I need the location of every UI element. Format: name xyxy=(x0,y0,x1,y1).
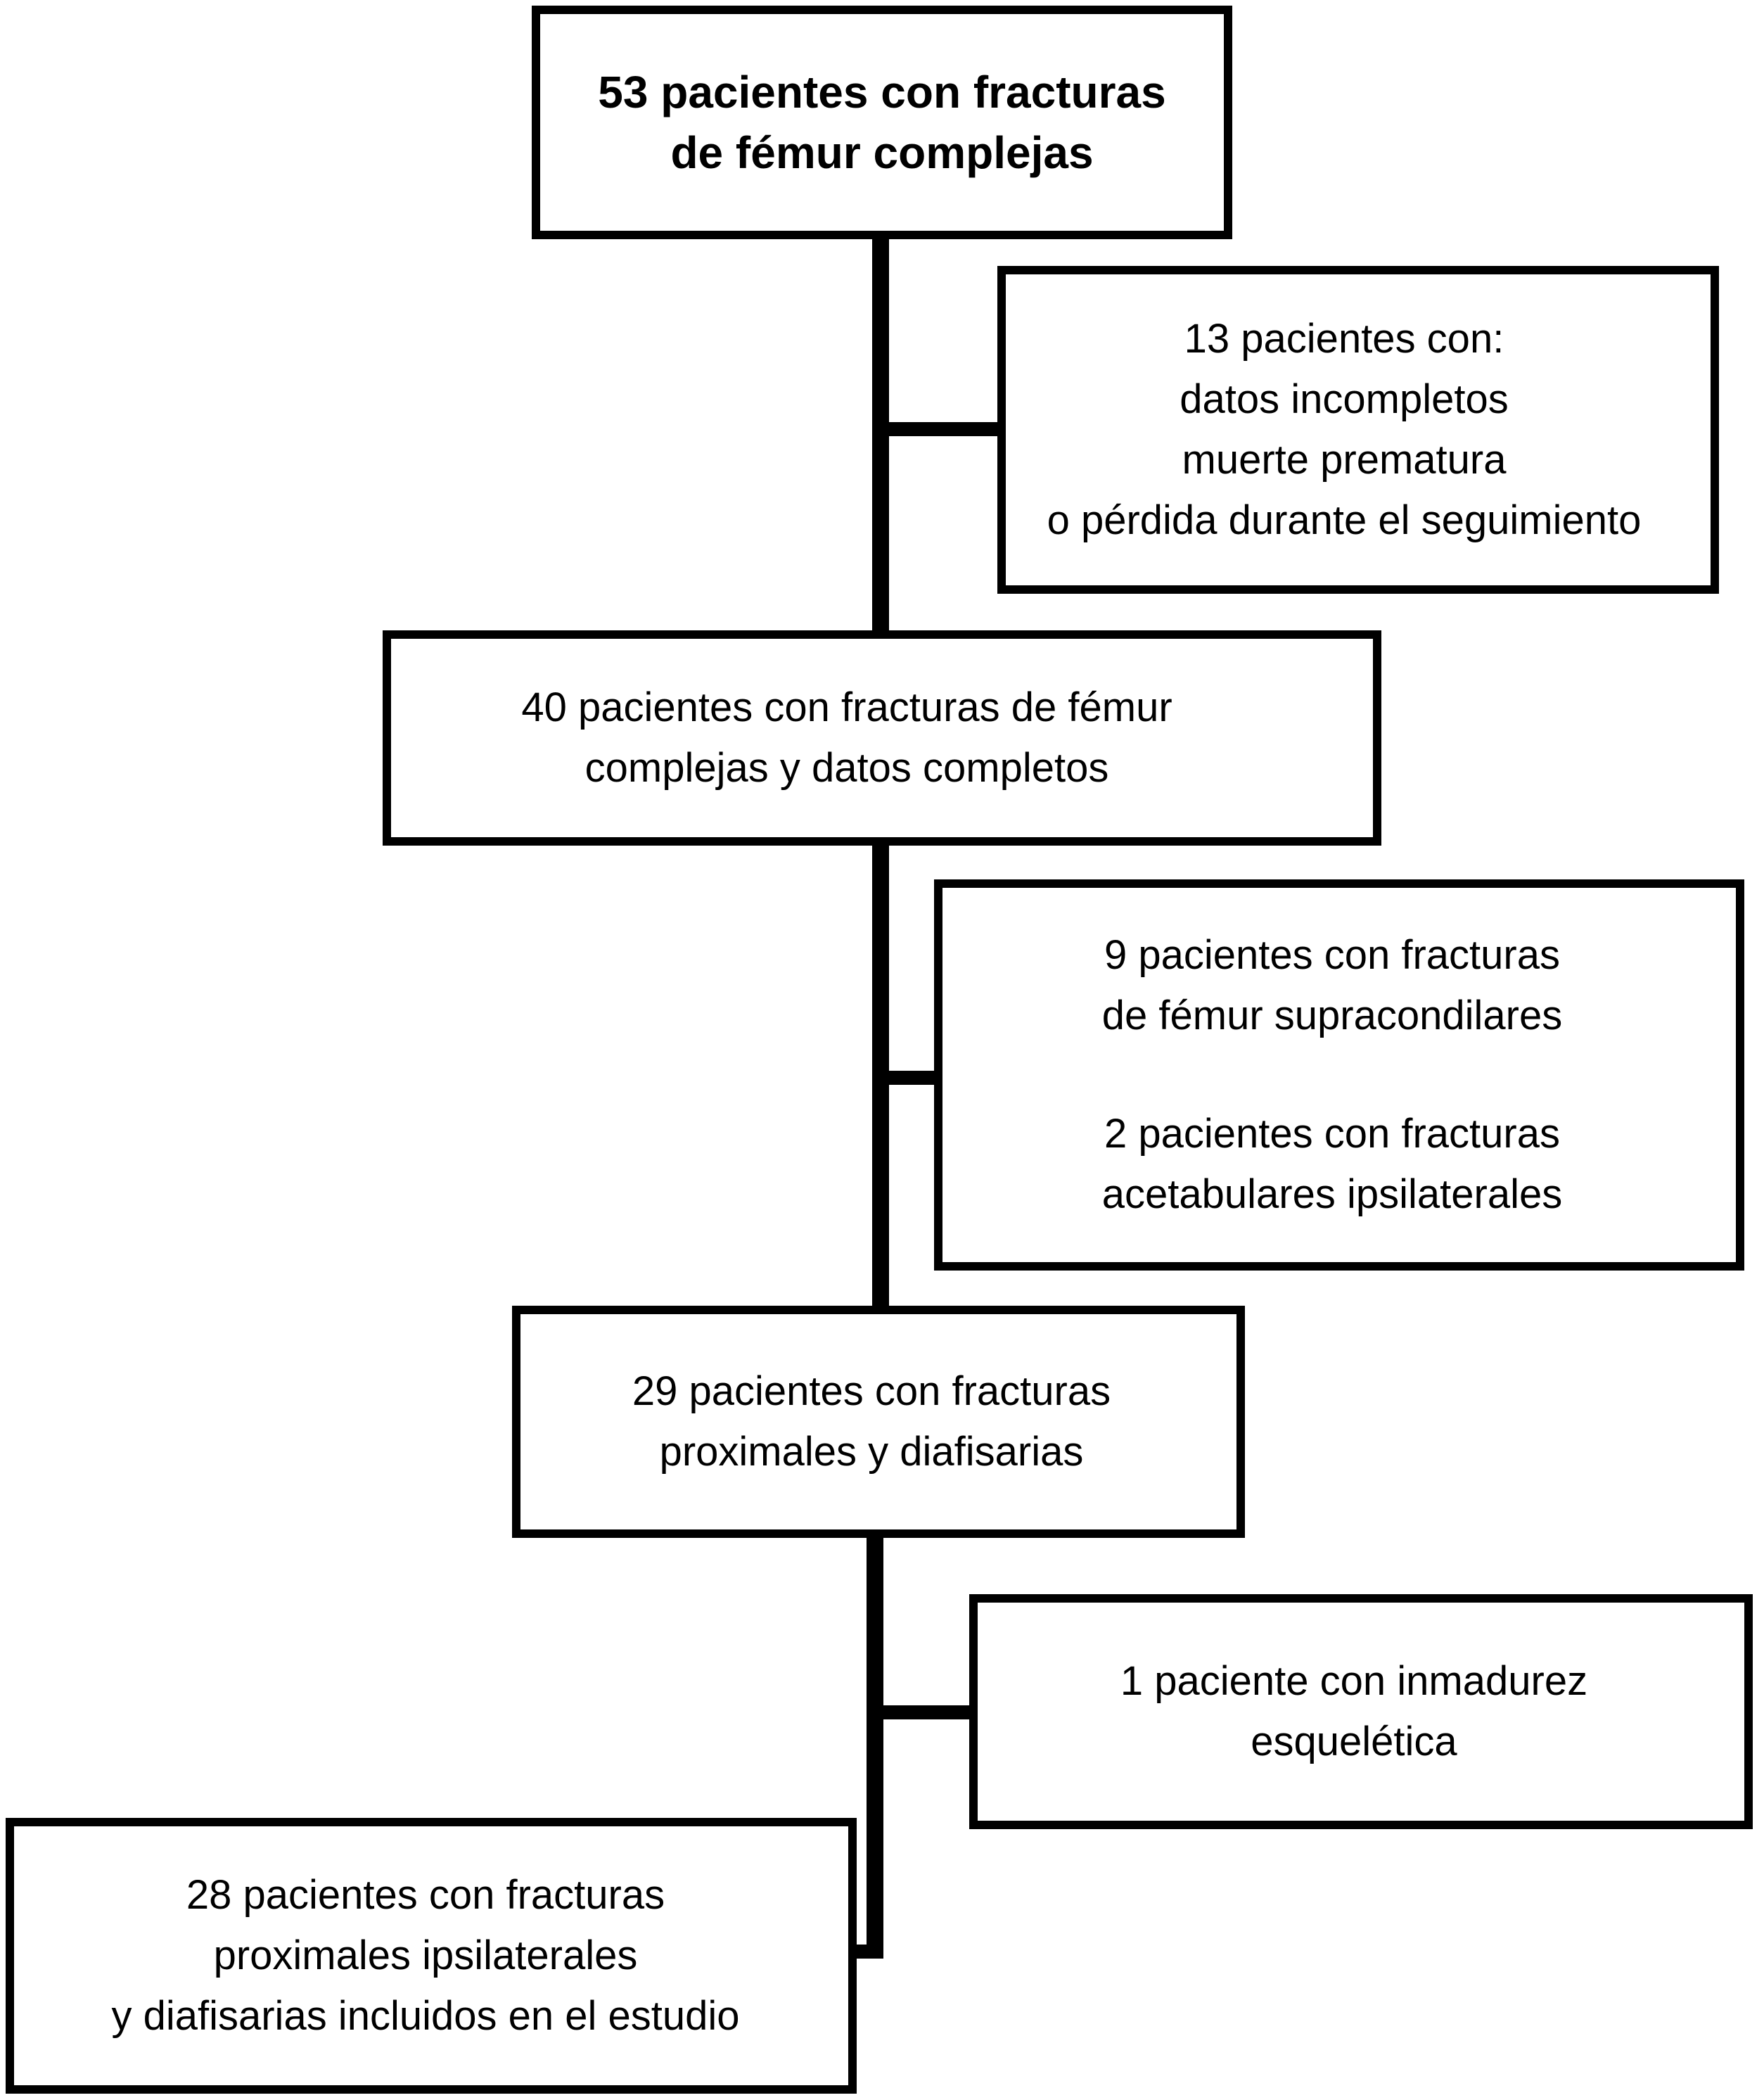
connector-branch-final xyxy=(852,1945,883,1959)
box-text-line: proximales ipsilaterales xyxy=(213,1933,638,1978)
connector-branch-exclusion-2 xyxy=(881,1071,942,1085)
box-text-line: 53 pacientes con fracturas xyxy=(598,67,1166,117)
box-text-line: 9 pacientes con fracturas xyxy=(1104,932,1560,978)
connector-branch-exclusion-3 xyxy=(875,1705,978,1719)
box-text-line: 13 pacientes con: xyxy=(1184,316,1504,362)
box-text-line: 2 pacientes con fracturas xyxy=(1104,1111,1560,1157)
box-text-line: esquelética xyxy=(1251,1719,1457,1764)
box-included-patients: 28 pacientes con fracturas proximales ip… xyxy=(6,1818,857,2094)
box-text-line: de fémur supracondilares xyxy=(1101,993,1563,1038)
box-exclusion-incomplete-data: 13 pacientes con: datos incompletos muer… xyxy=(997,266,1719,594)
box-text-line: acetabulares ipsilaterales xyxy=(1101,1171,1563,1217)
text-gap xyxy=(1102,1046,1562,1104)
box-initial-patients: 53 pacientes con fracturas de fémur comp… xyxy=(532,6,1232,239)
box-exclusion-fracture-type: 9 pacientes con fracturas de fémur supra… xyxy=(934,879,1744,1271)
box-text-line: 40 pacientes con fracturas de fémur xyxy=(521,685,1172,730)
box-text-line: o pérdida durante el seguimiento xyxy=(1047,497,1642,543)
box-text-line: proximales y diafisarias xyxy=(659,1429,1084,1475)
box-text-line: y diafisarias incluidos en el estudio xyxy=(111,1993,740,2039)
box-text-line: de fémur complejas xyxy=(670,127,1094,178)
box-text-line: 1 paciente con inmadurez xyxy=(1120,1658,1588,1704)
box-exclusion-skeletal-immaturity: 1 paciente con inmadurez esquelética xyxy=(969,1594,1753,1829)
connector-branch-exclusion-1 xyxy=(881,422,1006,436)
box-text-line: 29 pacientes con fracturas xyxy=(632,1368,1111,1414)
box-text-line: muerte prematura xyxy=(1182,437,1507,483)
connector-vertical-bottom xyxy=(867,1534,883,1959)
box-text-line: datos incompletos xyxy=(1180,376,1509,422)
box-proximal-diaphyseal-patients: 29 pacientes con fracturas proximales y … xyxy=(512,1306,1245,1538)
box-text-line: 28 pacientes con fracturas xyxy=(186,1872,665,1918)
box-text-line: complejas y datos completos xyxy=(584,745,1109,791)
box-complete-data-patients: 40 pacientes con fracturas de fémur comp… xyxy=(383,630,1381,846)
